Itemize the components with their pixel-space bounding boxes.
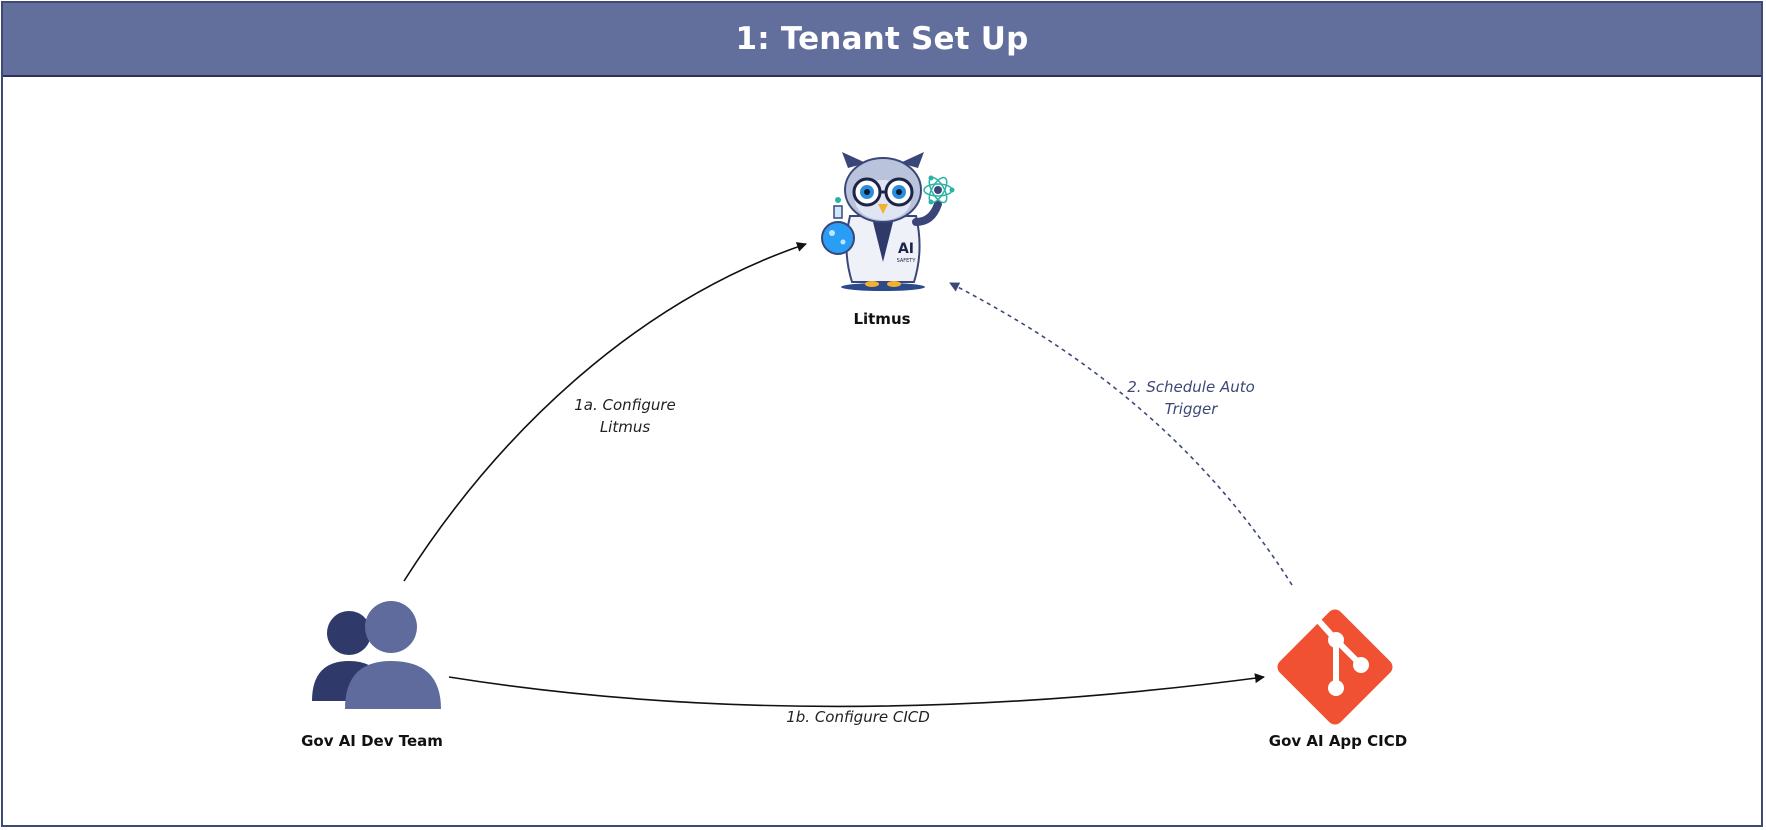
edge-label-configure-litmus-2: Litmus — [600, 418, 651, 436]
edge-configure-cicd — [448, 673, 1265, 708]
owl-badge-text: AI — [898, 241, 914, 257]
edge-label-configure-litmus-1: 1a. Configure — [574, 396, 676, 414]
owl-scientist-icon: AI SAFETY — [821, 152, 955, 291]
edge-label-configure-cicd: 1b. Configure CICD — [786, 708, 930, 726]
edge-configure-litmus — [403, 242, 807, 582]
node-label-litmus: Litmus — [853, 310, 910, 328]
owl-badge-subtext: SAFETY — [897, 258, 917, 264]
node-label-dev-team: Gov AI Dev Team — [301, 732, 443, 750]
node-label-cicd: Gov AI App CICD — [1269, 732, 1407, 750]
git-icon — [1277, 609, 1393, 725]
edge-label-schedule-1: 2. Schedule Auto — [1127, 378, 1255, 396]
title-bar: 1: Tenant Set Up — [3, 3, 1761, 77]
edge-schedule-auto-trigger — [949, 282, 1293, 586]
edge-label-schedule-2: Trigger — [1165, 400, 1219, 418]
page-title: 1: Tenant Set Up — [735, 21, 1029, 57]
people-icon — [312, 601, 441, 709]
